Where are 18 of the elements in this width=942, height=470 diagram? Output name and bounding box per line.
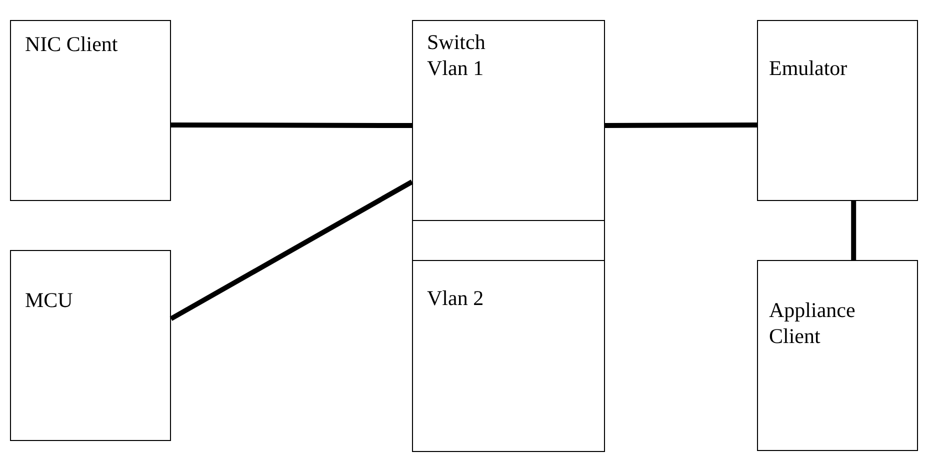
box-label: Vlan 1 — [427, 55, 484, 81]
connector-line — [170, 180, 414, 321]
device-box — [10, 20, 171, 201]
empty-box — [412, 220, 605, 261]
box-label: NIC Client — [25, 31, 118, 57]
box-label: Vlan 2 — [427, 285, 484, 311]
connector-line — [851, 201, 856, 260]
connector-line — [171, 122, 412, 128]
box-label: Switch — [427, 29, 486, 55]
device-box — [10, 250, 171, 441]
device-box — [412, 20, 605, 221]
box-label: Emulator — [769, 55, 848, 81]
device-box — [412, 260, 605, 452]
box-label: MCU — [25, 287, 73, 313]
device-box — [757, 260, 918, 451]
box-label: Appliance Client — [769, 297, 856, 349]
connector-line — [605, 122, 757, 128]
device-box — [757, 20, 918, 201]
